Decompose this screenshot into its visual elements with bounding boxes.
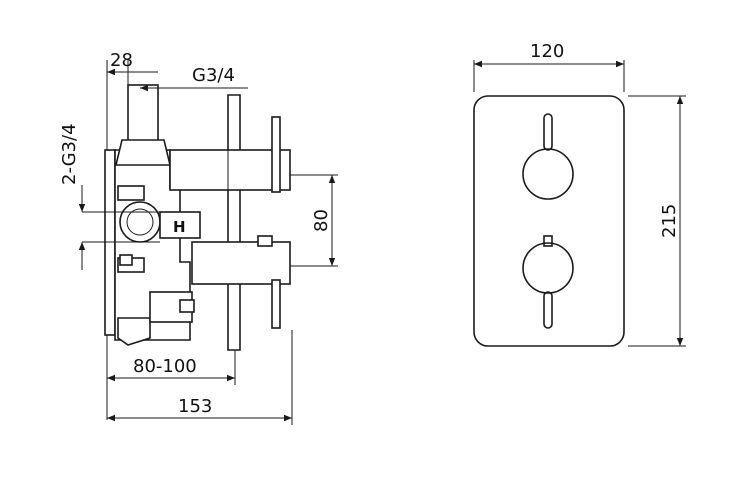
dim-g34-label: G3/4 <box>192 65 235 86</box>
lower-spindle <box>191 241 291 285</box>
lower-knob <box>522 242 574 294</box>
dim-28-label: 28 <box>110 50 133 71</box>
small-nut-2 <box>179 299 195 313</box>
side-view: H 28 G3/4 2-G3/4 <box>59 50 338 425</box>
hot-marker-block <box>159 211 201 239</box>
top-inlet-nut <box>114 139 172 166</box>
lower-tab <box>257 235 273 247</box>
upper-knob-lever <box>543 113 553 151</box>
upper-knob <box>522 148 574 200</box>
outlet-stub <box>117 185 145 201</box>
outlet-nut-outer <box>119 201 161 243</box>
front-plate <box>473 95 625 347</box>
dim-80-100-label: 80-100 <box>133 356 197 377</box>
lower-knob-tab <box>543 235 553 247</box>
lower-knob-lever <box>543 291 553 329</box>
small-nut-1 <box>119 254 133 266</box>
lower-lever <box>271 279 281 329</box>
face-plate <box>227 94 241 351</box>
upper-lever <box>271 116 281 193</box>
dim-2g34-label: 2-G3/4 <box>59 123 80 185</box>
dim-120-label: 120 <box>530 41 564 62</box>
upper-spindle <box>169 149 291 191</box>
bottom-outlet <box>117 317 151 346</box>
front-view: 120 215 <box>473 41 686 347</box>
hot-marker: H <box>173 218 186 236</box>
dim-80-label: 80 <box>311 209 332 232</box>
dim-215-label: 215 <box>659 204 680 238</box>
outlet-nut-inner <box>126 208 154 236</box>
dim-153-label: 153 <box>178 396 212 417</box>
